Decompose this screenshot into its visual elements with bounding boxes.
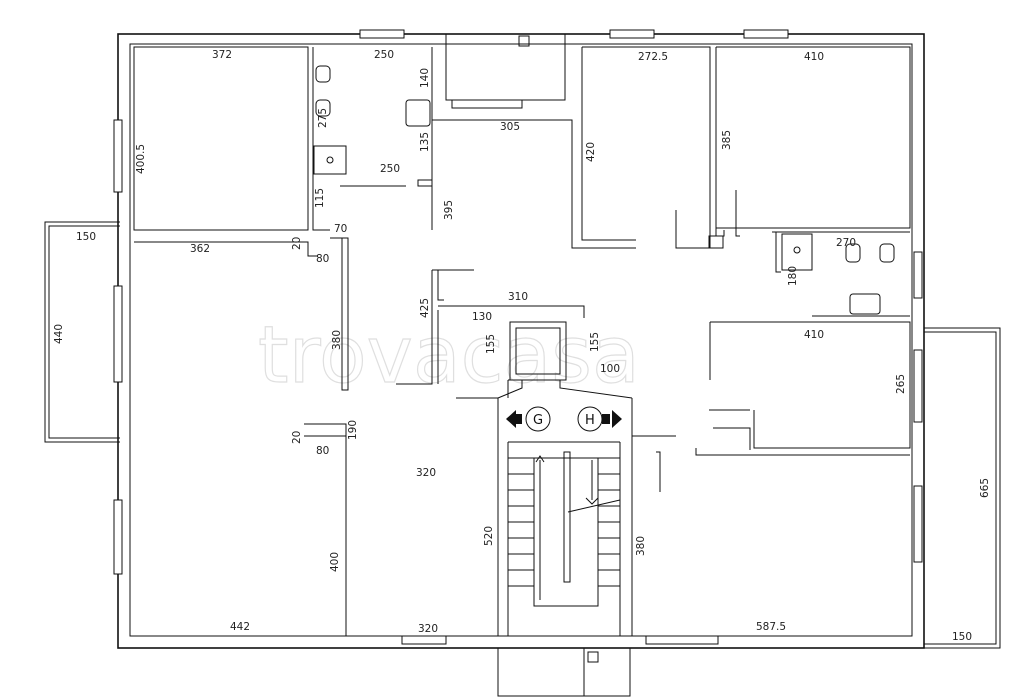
dim-420: 420 xyxy=(585,142,597,162)
room-top-right xyxy=(715,46,911,229)
dim-440: 440 xyxy=(53,324,65,344)
bathroom-left-walls xyxy=(312,47,330,231)
dim-400: 400 xyxy=(329,552,341,572)
dim-80-top: 80 xyxy=(316,253,329,265)
svg-text:G: G xyxy=(533,413,543,428)
dim-135: 135 xyxy=(419,132,431,152)
dim-70: 70 xyxy=(334,223,347,235)
dim-270: 270 xyxy=(836,237,856,249)
bidet-icon xyxy=(315,65,331,83)
watermark-logo: trovacasa xyxy=(258,311,640,401)
dim-250-mid: 250 xyxy=(380,163,400,175)
dim-180: 180 xyxy=(787,266,799,286)
dim-310: 310 xyxy=(508,291,528,303)
dim-140: 140 xyxy=(419,68,431,88)
room-top-mid xyxy=(582,46,711,249)
sink-icon xyxy=(405,99,431,127)
left-balcony xyxy=(44,221,120,443)
dim-115: 115 xyxy=(314,188,326,208)
dim-410-top: 410 xyxy=(804,51,824,63)
dim-80-bot: 80 xyxy=(316,445,329,457)
bidet-right-icon xyxy=(845,243,861,263)
dim-362: 362 xyxy=(190,243,210,255)
dim-250-top: 250 xyxy=(374,49,394,61)
dim-20-bot: 20 xyxy=(291,431,303,444)
dimension-labels: 372 250 140 275 135 250 400.5 115 70 305… xyxy=(53,49,991,643)
dim-272-5: 272.5 xyxy=(638,51,668,63)
dim-410-mid: 410 xyxy=(804,329,824,341)
sink-right-icon xyxy=(849,293,881,315)
elevator-shaft xyxy=(509,321,567,381)
dim-275: 275 xyxy=(317,108,329,128)
stair-marker-h: H xyxy=(577,406,622,432)
dim-305: 305 xyxy=(500,121,520,133)
dim-385: 385 xyxy=(721,130,733,150)
dim-100: 100 xyxy=(600,363,620,375)
dim-150-right: 150 xyxy=(952,631,972,643)
windows xyxy=(113,29,923,645)
stair-marker-g: G xyxy=(506,406,551,432)
dim-442: 442 xyxy=(230,621,250,633)
room-left-big xyxy=(134,241,318,257)
dim-400-5: 400.5 xyxy=(135,144,147,174)
toilet-icon xyxy=(315,99,331,117)
dim-155-b: 155 xyxy=(589,332,601,352)
dim-520: 520 xyxy=(483,526,495,546)
dim-265: 265 xyxy=(895,374,907,394)
room-top-left xyxy=(133,46,309,231)
dim-190: 190 xyxy=(347,420,359,440)
dim-130: 130 xyxy=(472,311,492,323)
dim-372: 372 xyxy=(212,49,232,61)
dim-380-right: 380 xyxy=(635,536,647,556)
dim-395: 395 xyxy=(443,200,455,220)
room-mid-right xyxy=(710,321,911,449)
toilet-right-icon xyxy=(879,243,895,263)
right-balcony xyxy=(924,327,1001,649)
dim-320-bot: 320 xyxy=(418,623,438,635)
dim-587-5: 587.5 xyxy=(756,621,786,633)
staircase xyxy=(497,379,633,636)
dim-380-left: 380 xyxy=(331,330,343,350)
dim-665: 665 xyxy=(979,478,991,498)
dim-425: 425 xyxy=(419,298,431,318)
dim-20-top: 20 xyxy=(291,237,303,250)
dim-320-mid: 320 xyxy=(416,467,436,479)
svg-text:H: H xyxy=(585,413,595,428)
bathroom-fixtures xyxy=(313,65,895,315)
dim-155-a: 155 xyxy=(485,334,497,354)
dim-150-left: 150 xyxy=(76,231,96,243)
